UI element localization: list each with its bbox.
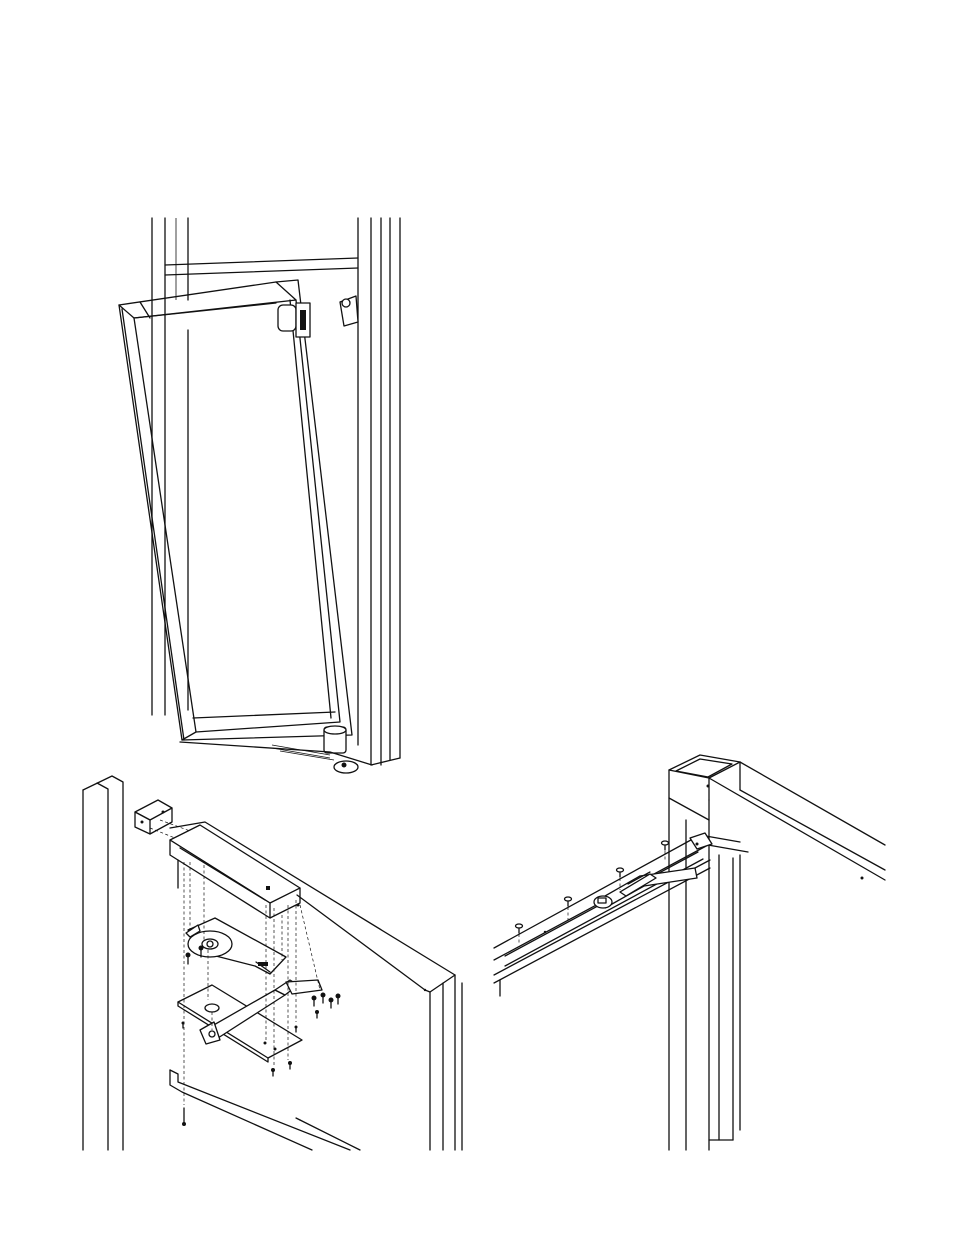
bottom-pivot [324, 726, 358, 773]
screw [315, 1010, 319, 1018]
header-tube [669, 755, 885, 880]
track-screw [516, 924, 523, 945]
figure-top-pivot-exploded [83, 776, 462, 1150]
figure-door-on-pivots [119, 218, 400, 773]
jamb-post [669, 770, 740, 1150]
screw [321, 993, 326, 1004]
screw [186, 953, 191, 965]
outer-frame-right-jamb [358, 218, 400, 765]
track-screw [662, 841, 669, 862]
screw [336, 994, 341, 1005]
screw [271, 1068, 275, 1076]
door-leaf [119, 280, 352, 740]
figure-overhead-track [494, 755, 885, 1150]
track-screws [516, 841, 669, 945]
screw [329, 998, 334, 1009]
track-channel [494, 833, 748, 996]
screw [312, 996, 317, 1007]
screw [288, 1061, 292, 1069]
long-screw [182, 1108, 186, 1126]
header-jamb [83, 776, 123, 1150]
screw [295, 1026, 298, 1033]
outer-frame-header [165, 258, 358, 275]
lower-rail-edge [170, 1070, 360, 1150]
pivot-cover-box [170, 825, 300, 918]
